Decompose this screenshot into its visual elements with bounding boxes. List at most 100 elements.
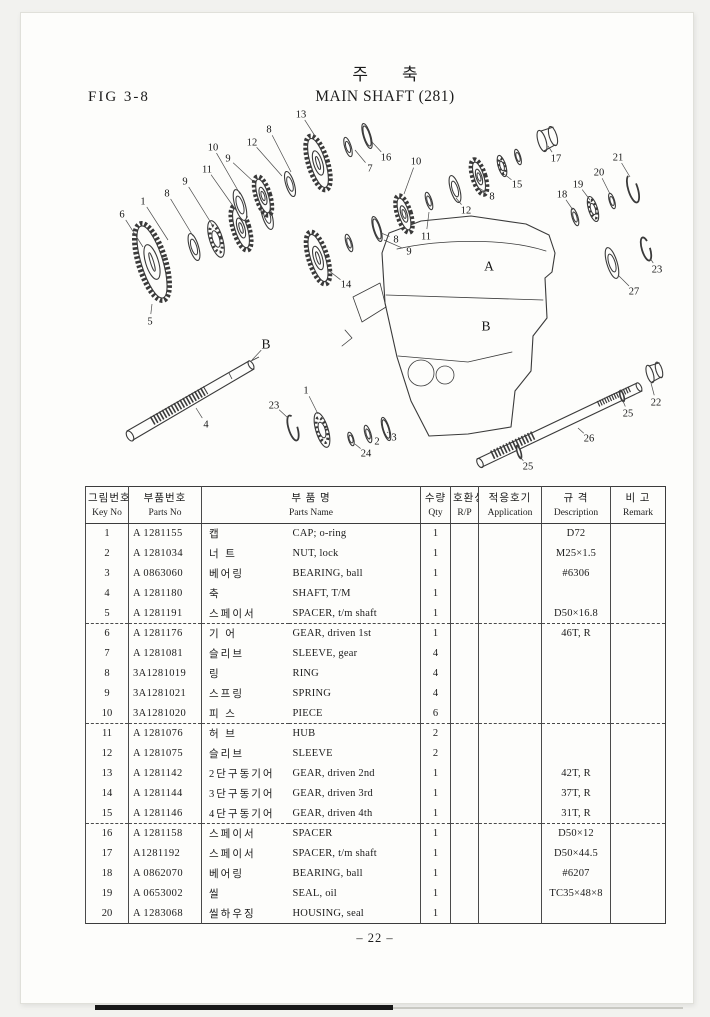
cell-parts-no: A 1281076	[128, 722, 202, 744]
cell-name-korean: 슬리브	[201, 643, 289, 664]
cell-description: TC35×48×8	[541, 883, 611, 904]
cell-key-no: 18	[85, 863, 129, 884]
cell-remark	[610, 603, 666, 624]
cell-key-no: 14	[85, 783, 129, 804]
cell-key-no: 6	[85, 622, 129, 644]
callout-label: 8	[393, 235, 398, 246]
cell-key-no: 4	[85, 583, 129, 604]
cell-name-korean: 슬리브	[201, 743, 289, 764]
cell-key-no: 15	[85, 803, 129, 824]
cell-remark	[610, 663, 666, 684]
callout-label: 10	[208, 143, 219, 154]
callout-label: 15	[512, 180, 523, 191]
cell-description	[541, 643, 611, 664]
table-header-row: 그림번호 Key No 부품번호 Parts No 부 품 명 Parts Na…	[85, 486, 666, 524]
callout-label: 19	[573, 180, 584, 191]
cell-key-no: 5	[85, 603, 129, 624]
ref-letter: B	[261, 337, 270, 352]
cell-remark	[610, 703, 666, 724]
callout-label: 16	[381, 153, 392, 164]
cell-qty: 2	[420, 743, 451, 764]
callout-label: 4	[203, 420, 209, 431]
cell-qty: 1	[420, 803, 451, 824]
cell-name-english: PIECE	[292, 707, 323, 719]
cell-key-no: 13	[85, 763, 129, 784]
cell-name-korean: 기 어	[201, 622, 289, 644]
scan-artifact-line	[393, 1007, 683, 1009]
cell-parts-no: A 1281142	[128, 763, 202, 784]
cell-qty: 1	[420, 622, 451, 644]
exploded-parts	[132, 122, 664, 460]
cell-rp	[450, 803, 479, 824]
cell-rp	[450, 883, 479, 904]
main-output-shaft	[476, 382, 643, 469]
cell-description: D72	[541, 523, 611, 544]
cell-description	[541, 703, 611, 724]
cell-rp	[450, 523, 479, 544]
callout-label: 25	[523, 462, 534, 473]
ref-letter: B	[481, 319, 490, 334]
cell-description	[541, 683, 611, 704]
header-qty: 수량 Qty	[420, 486, 451, 524]
cell-description: #6306	[541, 563, 611, 584]
cell-application	[478, 803, 542, 824]
callout-label: 1	[140, 197, 145, 208]
page-title-korean: 주 축	[352, 65, 418, 84]
cell-rp	[450, 743, 479, 764]
cell-rp	[450, 583, 479, 604]
cell-name-english: SHAFT, T/M	[292, 587, 351, 599]
cell-rp	[450, 663, 479, 684]
cell-description: 37T, R	[541, 783, 611, 804]
cell-name-korean: 3단구동기어	[201, 783, 289, 804]
cell-parts-no: A 1281034	[128, 543, 202, 564]
cell-qty: 1	[420, 863, 451, 884]
cell-qty: 4	[420, 663, 451, 684]
cell-application	[478, 722, 542, 744]
callout-label: 5	[147, 317, 152, 328]
cell-name-english: RING	[292, 667, 319, 679]
cell-remark	[610, 722, 666, 744]
callout-label: 18	[557, 190, 568, 201]
header-description: 규 격 Description	[541, 486, 611, 524]
callout-label: 22	[651, 398, 662, 409]
cell-name-english: SEAL, oil	[292, 887, 337, 899]
cell-parts-no: A 1281144	[128, 783, 202, 804]
cell-name-korean: 스페이서	[201, 822, 289, 844]
cell-name-english: GEAR, driven 3rd	[292, 787, 373, 799]
callout-label: 26	[584, 434, 595, 445]
cell-rp	[450, 843, 479, 864]
cell-qty: 1	[420, 523, 451, 544]
cell-name-korean: 씰하우징	[201, 903, 289, 924]
callout-label: 17	[551, 154, 562, 165]
cell-parts-no: A 1281081	[128, 643, 202, 664]
cell-application	[478, 863, 542, 884]
cell-application	[478, 903, 542, 924]
cell-description: D50×16.8	[541, 603, 611, 624]
cell-rp	[450, 563, 479, 584]
cell-key-no: 12	[85, 743, 129, 764]
cell-parts-no: A 1281158	[128, 822, 202, 844]
cell-key-no: 16	[85, 822, 129, 844]
header-remark: 비 고 Remark	[610, 486, 666, 524]
cell-qty: 1	[420, 822, 451, 844]
cell-remark	[610, 523, 666, 544]
cell-description	[541, 743, 611, 764]
cell-name-english: BEARING, ball	[292, 567, 363, 579]
cell-description: 42T, R	[541, 763, 611, 784]
callout-label: 1	[303, 386, 308, 397]
cell-remark	[610, 903, 666, 924]
cell-name-korean: 4단구동기어	[201, 803, 289, 824]
cell-description	[541, 903, 611, 924]
cell-qty: 1	[420, 603, 451, 624]
cell-application	[478, 643, 542, 664]
cell-name-english: HUB	[288, 722, 421, 744]
cell-key-no: 8	[85, 663, 129, 684]
